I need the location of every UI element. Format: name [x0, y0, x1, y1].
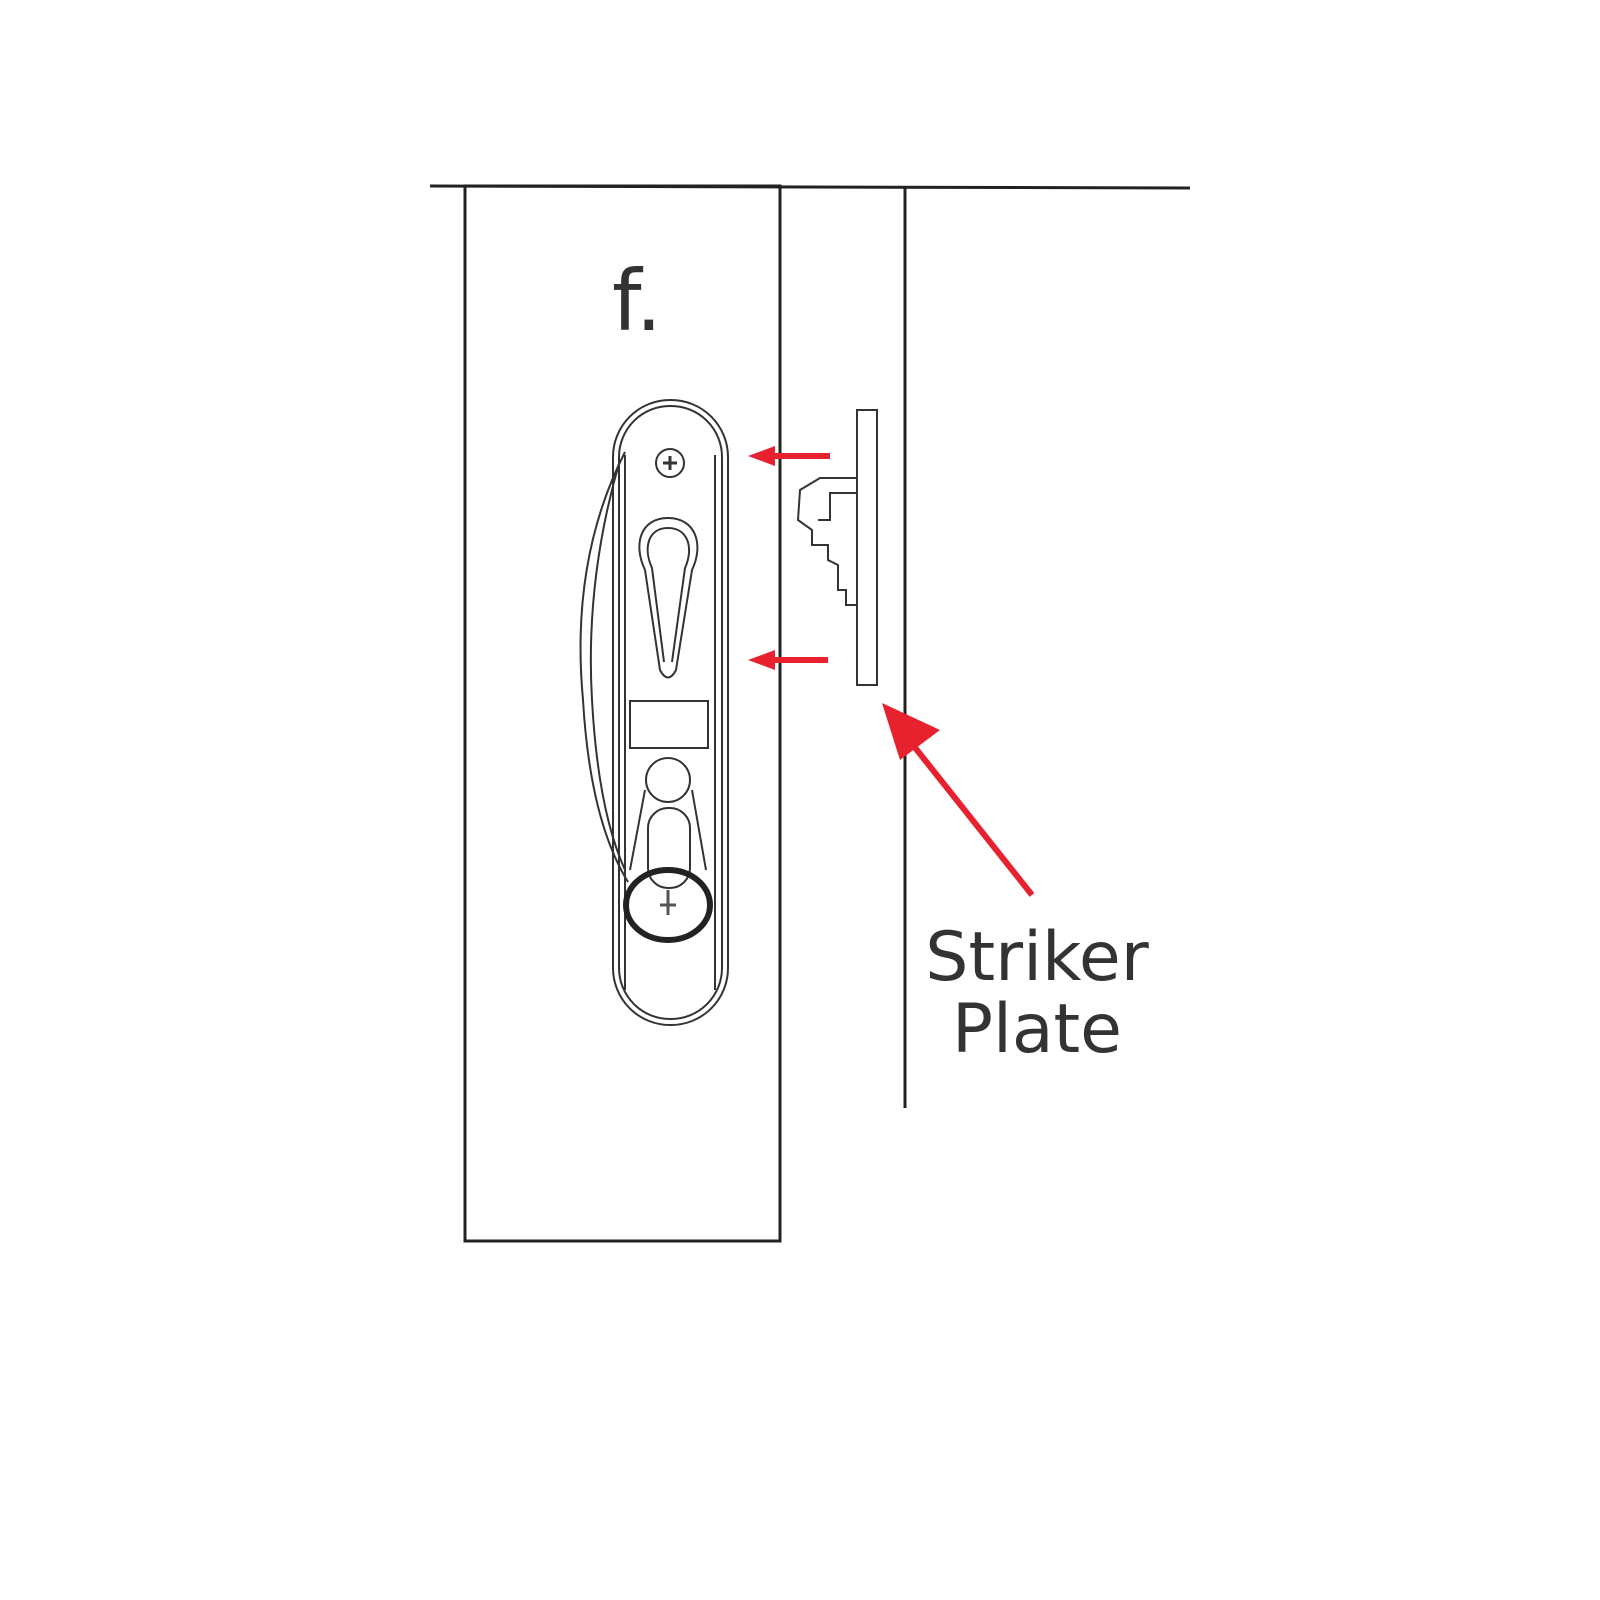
escutcheon-plate [612, 399, 729, 1026]
callout-arrow [882, 703, 1035, 897]
handle-lock-assembly [579, 399, 729, 1026]
keyhole-icon [660, 890, 676, 915]
key-cylinder [647, 807, 691, 889]
handle-lever [579, 451, 629, 883]
step-label: f. [612, 252, 662, 350]
teardrop-thumb-turn [638, 516, 699, 679]
arrow-left-icon [748, 446, 775, 466]
arrow-left-icon [748, 650, 775, 670]
striker-plate [796, 409, 878, 686]
callout-label-line1: Striker [925, 918, 1148, 997]
callout-label-line2: Plate [952, 990, 1122, 1069]
direction-arrows [748, 446, 830, 670]
screw-icon [655, 448, 685, 478]
latch-window [629, 700, 709, 749]
cylinder-face [623, 867, 713, 943]
striker-latch-profile [796, 477, 857, 606]
door-panel [463, 184, 782, 1243]
